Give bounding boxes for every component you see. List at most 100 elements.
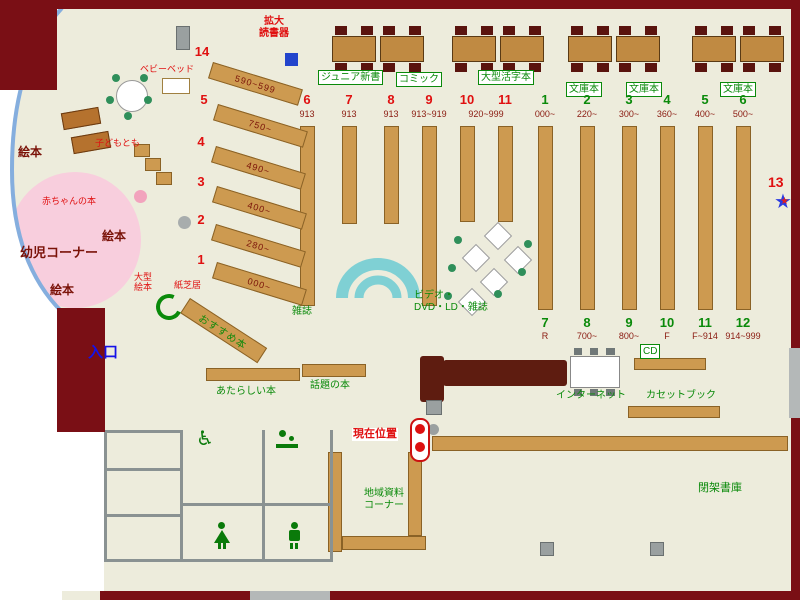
stack-number-13: 13 bbox=[768, 174, 784, 190]
wall-bottom bbox=[100, 591, 800, 600]
cassette-book-label: カセットブック bbox=[646, 390, 716, 401]
stack-number: 8 bbox=[387, 92, 395, 107]
genre-box: 文庫本 bbox=[566, 82, 602, 97]
kids-diagonal-shelf: 000~ bbox=[212, 262, 307, 306]
display-arc-outer bbox=[336, 258, 420, 299]
kids-diagonal-shelf: 400~ bbox=[212, 186, 307, 230]
kids-shelf-number: 2 bbox=[197, 212, 205, 227]
stack-range: 920~999 bbox=[468, 109, 504, 119]
stack-number: 7 bbox=[345, 92, 353, 107]
shelf-range-label: 490~ bbox=[245, 159, 272, 177]
reading-table bbox=[692, 26, 736, 72]
topical-books-label: 話題の本 bbox=[310, 380, 350, 391]
star-blue-icon: ★ bbox=[774, 191, 792, 213]
bookshelf-column bbox=[342, 126, 357, 224]
wall-segment bbox=[104, 514, 182, 517]
shelf-range-label: 280~ bbox=[245, 237, 272, 255]
figure-legs bbox=[218, 543, 226, 549]
chair-dot bbox=[518, 268, 526, 276]
wall-segment bbox=[180, 430, 183, 562]
kids-diagonal-shelf: 590~599 bbox=[208, 62, 303, 106]
wall-segment bbox=[180, 503, 332, 506]
wall-segment bbox=[104, 430, 107, 562]
figure-dress bbox=[214, 530, 230, 543]
stack-number: 12 bbox=[735, 315, 751, 330]
current-location-marker-icon bbox=[410, 418, 430, 462]
cd-label: CD bbox=[640, 344, 661, 359]
kids-round-table bbox=[116, 80, 148, 112]
picture-books-label: 絵本 bbox=[18, 145, 43, 159]
wall-segment bbox=[104, 430, 182, 433]
kids-shelf-number: 4 bbox=[197, 134, 205, 149]
stack-number: 9 bbox=[425, 92, 433, 107]
chair-dot bbox=[448, 264, 456, 272]
stack-range: 400~ bbox=[694, 109, 716, 119]
local-materials-label: 地域資料 コーナー bbox=[364, 488, 404, 511]
topical-books-shelf bbox=[302, 364, 366, 377]
stack-number: 8 bbox=[583, 315, 591, 330]
pillar bbox=[176, 26, 190, 50]
door-opening-right bbox=[789, 348, 800, 418]
stack-number: 2 bbox=[583, 92, 591, 107]
wheelchair-icon: ♿ bbox=[196, 428, 214, 450]
large-picture-books-label: 大型 絵本 bbox=[133, 272, 152, 293]
man-icon bbox=[286, 522, 306, 549]
av-seat bbox=[483, 221, 513, 251]
cassette-shelf bbox=[628, 406, 720, 418]
magnifier-reader-label: 拡大 読書器 bbox=[259, 16, 289, 39]
stack-number: 4 bbox=[663, 92, 671, 107]
stack-number: 6 bbox=[303, 92, 311, 107]
reading-table bbox=[568, 26, 612, 72]
current-location-label: 現在位置 bbox=[352, 428, 398, 441]
wall-segment bbox=[104, 468, 182, 471]
stack-range: 913 bbox=[341, 109, 357, 119]
kids-shelf-number: 14 bbox=[194, 44, 210, 59]
internet-label: インターネット bbox=[556, 390, 626, 401]
stack-number: 11 bbox=[498, 92, 512, 107]
infant-corner-label: 幼児コーナー bbox=[20, 245, 99, 260]
kids-diagonal-shelf: 490~ bbox=[211, 146, 306, 190]
stack-number: 5 bbox=[701, 92, 709, 107]
kids-step bbox=[145, 158, 161, 171]
magnifier-device-icon bbox=[285, 53, 298, 66]
long-wall-shelf bbox=[432, 436, 788, 451]
chair-dot bbox=[524, 240, 532, 248]
chair-dot bbox=[144, 96, 152, 104]
wall-segment bbox=[262, 430, 265, 562]
service-counter bbox=[420, 356, 444, 402]
star-red-icon: ★ bbox=[780, 196, 789, 207]
wall-entrance-block bbox=[57, 308, 105, 432]
kamishibai-label: 紙芝居 bbox=[174, 280, 202, 290]
kids-shelf-number: 5 bbox=[200, 92, 208, 107]
video-dvd-label: ビデオ・ DVD・LD・雑誌 bbox=[414, 290, 488, 313]
reading-table bbox=[452, 26, 496, 72]
shelf-range-label: 590~599 bbox=[233, 72, 278, 95]
reading-table bbox=[380, 26, 424, 72]
display-arc-inner bbox=[354, 275, 402, 299]
stack-number: 10 bbox=[659, 315, 675, 330]
stack-range: F~914 bbox=[692, 331, 718, 341]
figure-legs bbox=[290, 543, 298, 549]
kodomo-tomo-label: 子どもとも bbox=[95, 138, 140, 148]
local-materials-shelf bbox=[342, 536, 426, 550]
bookshelf-column bbox=[460, 126, 475, 222]
figure-body bbox=[289, 530, 300, 541]
stack-number: 7 bbox=[541, 315, 549, 330]
figure-head bbox=[291, 522, 298, 529]
pillar bbox=[426, 400, 442, 415]
stack-number: 10 bbox=[459, 92, 475, 107]
chair-dot bbox=[494, 290, 502, 298]
baby-bed-icon bbox=[162, 78, 190, 94]
bookshelf-column bbox=[538, 126, 553, 310]
bookshelf-column bbox=[660, 126, 675, 310]
kids-shelf-number: 3 bbox=[197, 174, 205, 189]
closed-stacks-label: 閉架書庫 bbox=[698, 482, 742, 494]
bookshelf-column bbox=[498, 126, 513, 222]
new-books-label: あたらしい本 bbox=[216, 386, 276, 397]
internet-table bbox=[570, 348, 620, 396]
stack-number: 9 bbox=[625, 315, 633, 330]
stack-number: 11 bbox=[698, 315, 712, 330]
pillar bbox=[540, 542, 554, 556]
stack-range: 914~999 bbox=[725, 331, 761, 341]
chair-dot bbox=[454, 236, 462, 244]
